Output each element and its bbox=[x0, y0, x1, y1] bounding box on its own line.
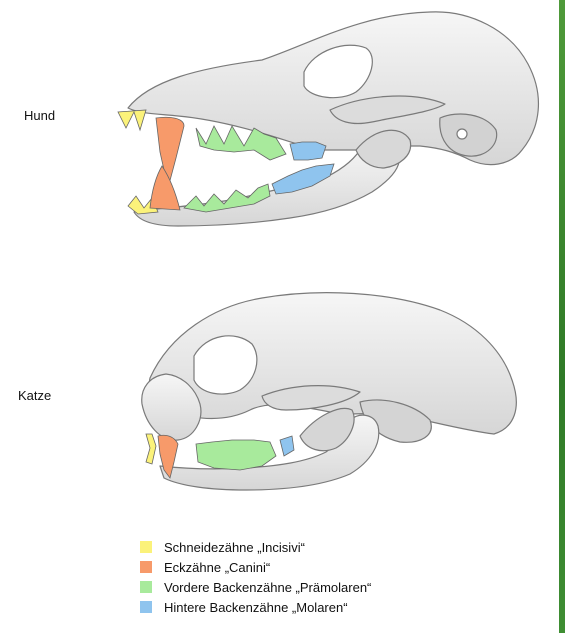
dog-skull bbox=[128, 12, 538, 226]
legend-label-incisors: Schneidezähne „Incisivi“ bbox=[164, 540, 305, 555]
dog-upper-incisors bbox=[118, 110, 146, 130]
dog-upper-molars bbox=[290, 142, 326, 160]
legend-swatch-canines bbox=[140, 561, 152, 573]
label-dog: Hund bbox=[24, 108, 55, 123]
legend: Schneidezähne „Incisivi“ Eckzähne „Canin… bbox=[140, 537, 371, 617]
dog-lower-canine bbox=[150, 166, 180, 210]
legend-swatch-premolars bbox=[140, 581, 152, 593]
legend-label-molars: Hintere Backenzähne „Molaren“ bbox=[164, 600, 348, 615]
cat-incisors bbox=[146, 434, 156, 464]
legend-swatch-incisors bbox=[140, 541, 152, 553]
legend-item-incisors: Schneidezähne „Incisivi“ bbox=[140, 537, 371, 557]
legend-label-canines: Eckzähne „Canini“ bbox=[164, 560, 270, 575]
cat-molars bbox=[280, 436, 294, 456]
legend-item-molars: Hintere Backenzähne „Molaren“ bbox=[140, 597, 371, 617]
legend-swatch-molars bbox=[140, 601, 152, 613]
legend-label-premolars: Vordere Backenzähne „Prämolaren“ bbox=[164, 580, 371, 595]
cat-premolars bbox=[196, 440, 276, 470]
legend-item-canines: Eckzähne „Canini“ bbox=[140, 557, 371, 577]
legend-item-premolars: Vordere Backenzähne „Prämolaren“ bbox=[140, 577, 371, 597]
label-cat: Katze bbox=[18, 388, 51, 403]
